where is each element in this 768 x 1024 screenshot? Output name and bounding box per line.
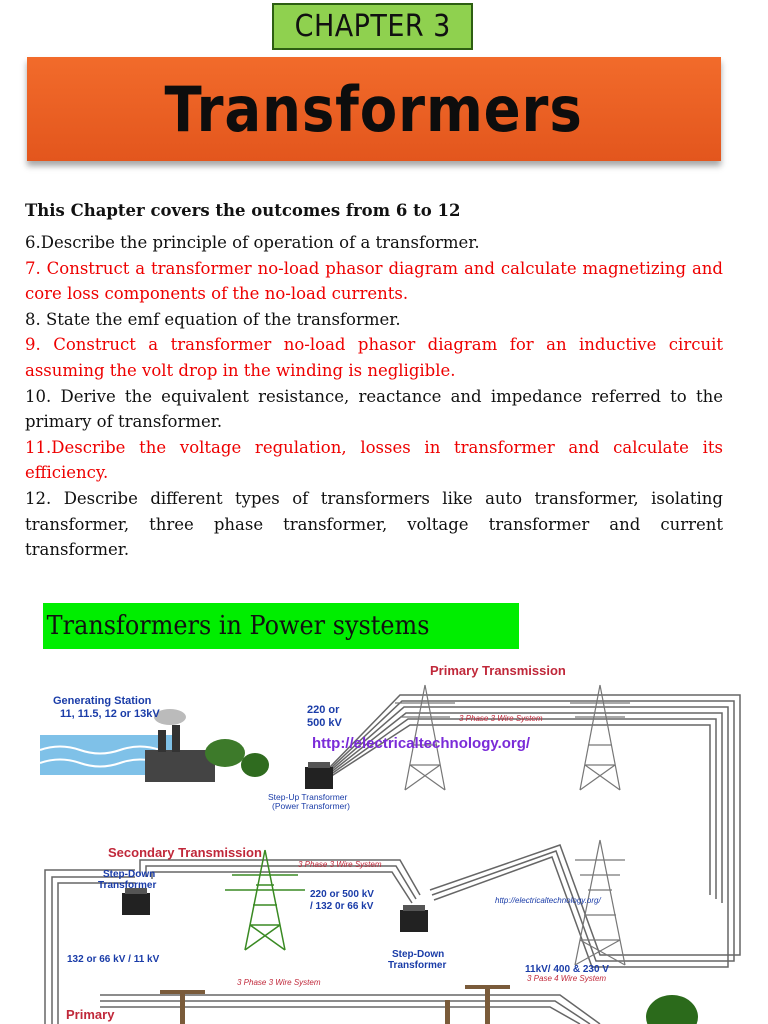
outcome-item-9: 9. Construct a transformer no-load phaso… bbox=[25, 335, 723, 380]
three-phase-wire-mid: 3 Phase 3 Wire System bbox=[298, 860, 382, 869]
chapter-label: CHAPTER 3 bbox=[294, 9, 451, 44]
step-up-label-2: (Power Transformer) bbox=[272, 801, 350, 811]
generating-station-label: Generating Station bbox=[53, 695, 152, 707]
outcome-item-12: 12. Describe different types of transfor… bbox=[25, 488, 723, 560]
generating-station bbox=[39, 709, 269, 782]
url-watermark-small: http://electricaltechnology.org/ bbox=[495, 896, 601, 905]
secondary-transmission-label: Secondary Transmission bbox=[108, 845, 262, 860]
url-watermark-large: http://electricaltechnology.org/ bbox=[312, 735, 531, 752]
kv-220-132-label-2: / 132 0r 66 kV bbox=[310, 901, 374, 912]
outcome-item-8: 8. State the emf equation of the transfo… bbox=[25, 309, 401, 329]
power-system-diagram: Primary Transmission Generating Station … bbox=[39, 663, 741, 1024]
generating-station-kv: 11, 11.5, 12 or 13kV bbox=[60, 708, 160, 720]
outcomes-heading: This Chapter covers the outcomes from 6 … bbox=[25, 201, 461, 220]
step-down-left-label-2: Transformer bbox=[98, 880, 156, 891]
three-phase-wire-bottom: 3 Phase 3 Wire System bbox=[237, 978, 321, 987]
kv-220-132-label-1: 220 or 500 kV bbox=[310, 889, 374, 900]
outcome-item-10: 10. Derive the equivalent resistance, re… bbox=[25, 386, 723, 432]
chapter-label-box: CHAPTER 3 bbox=[272, 3, 473, 50]
page-title: Transformers bbox=[164, 72, 584, 146]
primary-distribution-label: Primary bbox=[66, 1007, 115, 1022]
step-up-transformer bbox=[305, 762, 333, 789]
kv-220-500-label-2: 500 kV bbox=[307, 717, 343, 729]
step-down-mid-label-1: Step-Down bbox=[392, 949, 444, 960]
tower-2 bbox=[570, 684, 630, 791]
secondary-lines bbox=[44, 859, 601, 1024]
transmission-lines-mid bbox=[429, 844, 741, 968]
three-phase-wire-top: 3 Phase 3 Wire System bbox=[459, 714, 543, 723]
transmission-lines-top bbox=[329, 694, 741, 915]
distribution-poles bbox=[160, 985, 698, 1024]
kv-220-500-label-1: 220 or bbox=[307, 704, 340, 716]
outcome-item-7: 7. Construct a transformer no-load phaso… bbox=[25, 258, 723, 304]
step-down-mid-label-2: Transformer bbox=[388, 960, 446, 971]
primary-transmission-label: Primary Transmission bbox=[430, 663, 566, 678]
step-up-label-1: Step-Up Transformer bbox=[268, 792, 348, 802]
three-phase-four-wire: 3 Pase 4 Wire System bbox=[527, 974, 606, 983]
outcome-item-6: 6.Describe the principle of operation of… bbox=[25, 233, 480, 252]
step-down-transformer-left bbox=[122, 888, 150, 915]
power-systems-label-box: Transformers in Power systems bbox=[43, 603, 519, 649]
step-down-left-label-1: Step-Down bbox=[103, 869, 155, 880]
kv-132-11-label: 132 or 66 kV / 11 kV bbox=[67, 954, 160, 965]
tower-3 bbox=[574, 839, 626, 966]
kv-11-400-label: 11kV/ 400 & 230 V bbox=[525, 964, 609, 975]
outcomes-list: 6.Describe the principle of operation of… bbox=[25, 230, 723, 563]
power-systems-label: Transformers in Power systems bbox=[46, 611, 430, 641]
tower-green bbox=[225, 849, 305, 951]
step-down-transformer-mid bbox=[400, 905, 428, 932]
title-banner: Transformers bbox=[27, 57, 721, 161]
tower-1 bbox=[395, 684, 455, 791]
outcome-item-11: 11.Describe the voltage regulation, loss… bbox=[25, 437, 723, 483]
